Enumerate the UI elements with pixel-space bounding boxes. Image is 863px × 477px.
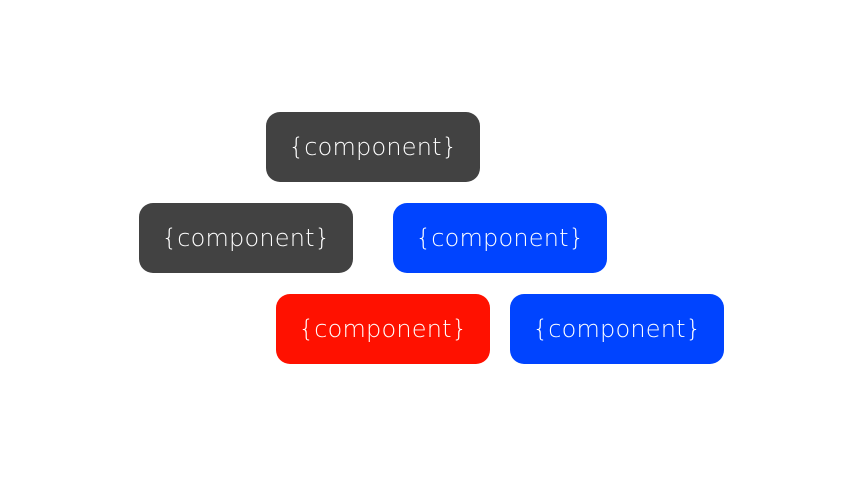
component-label: {component} [532,315,702,343]
component-node-gray-top[interactable]: {component} [266,112,480,182]
component-label: {component} [298,315,468,343]
component-label: {component} [161,224,331,252]
component-node-blue-middle[interactable]: {component} [393,203,607,273]
component-node-gray-left[interactable]: {component} [139,203,353,273]
component-label: {component} [288,133,458,161]
component-label: {component} [415,224,585,252]
component-node-blue-bottom[interactable]: {component} [510,294,724,364]
component-node-red-bottom[interactable]: {component} [276,294,490,364]
